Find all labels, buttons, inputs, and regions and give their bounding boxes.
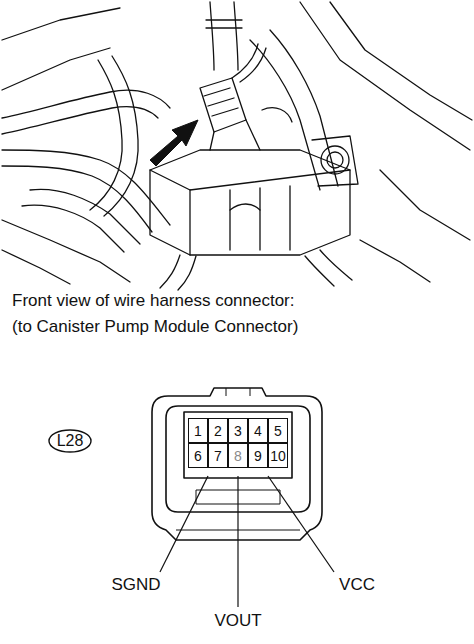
pin-number: 5: [274, 424, 282, 438]
leader-lines: [160, 476, 334, 607]
pin-cell: 4: [248, 418, 268, 443]
pin-cell: 9: [248, 443, 268, 468]
pin-number: 4: [254, 424, 262, 438]
pin-number: 8: [234, 449, 242, 463]
pin-cell: 1: [188, 418, 208, 443]
pin-number: 6: [194, 449, 202, 463]
pin-number: 9: [254, 449, 262, 463]
pin-cell: 6: [188, 443, 208, 468]
leader-line: [268, 476, 334, 572]
caption-line: (to Canister Pump Module Connector): [12, 318, 298, 337]
connector-code-oval: L28: [48, 429, 92, 453]
leader-line: [160, 476, 208, 572]
pin-number: 1: [194, 424, 202, 438]
pin-cell: 2: [208, 418, 228, 443]
pin-cell: 8: [228, 443, 248, 468]
pin-number: 7: [214, 449, 222, 463]
pin-number: 3: [234, 424, 242, 438]
leader-line: [237, 476, 238, 607]
pointer-arrow: [150, 120, 198, 166]
signal-name: VOUT: [214, 612, 261, 631]
pin-cell: 5: [268, 418, 288, 443]
pin-number: 10: [270, 449, 286, 463]
caption-line: Front view of wire harness connector:: [12, 292, 295, 311]
engine-bay-line-art: [2, 2, 472, 290]
pin-cell: 7: [208, 443, 228, 468]
connector-code: L28: [57, 433, 84, 449]
pin-cell: 3: [228, 418, 248, 443]
pin-cell: 10: [268, 443, 288, 468]
oval-shape: [49, 430, 91, 452]
pin-number: 2: [214, 424, 222, 438]
signal-name: SGND: [111, 576, 160, 595]
signal-name: VCC: [339, 576, 375, 595]
